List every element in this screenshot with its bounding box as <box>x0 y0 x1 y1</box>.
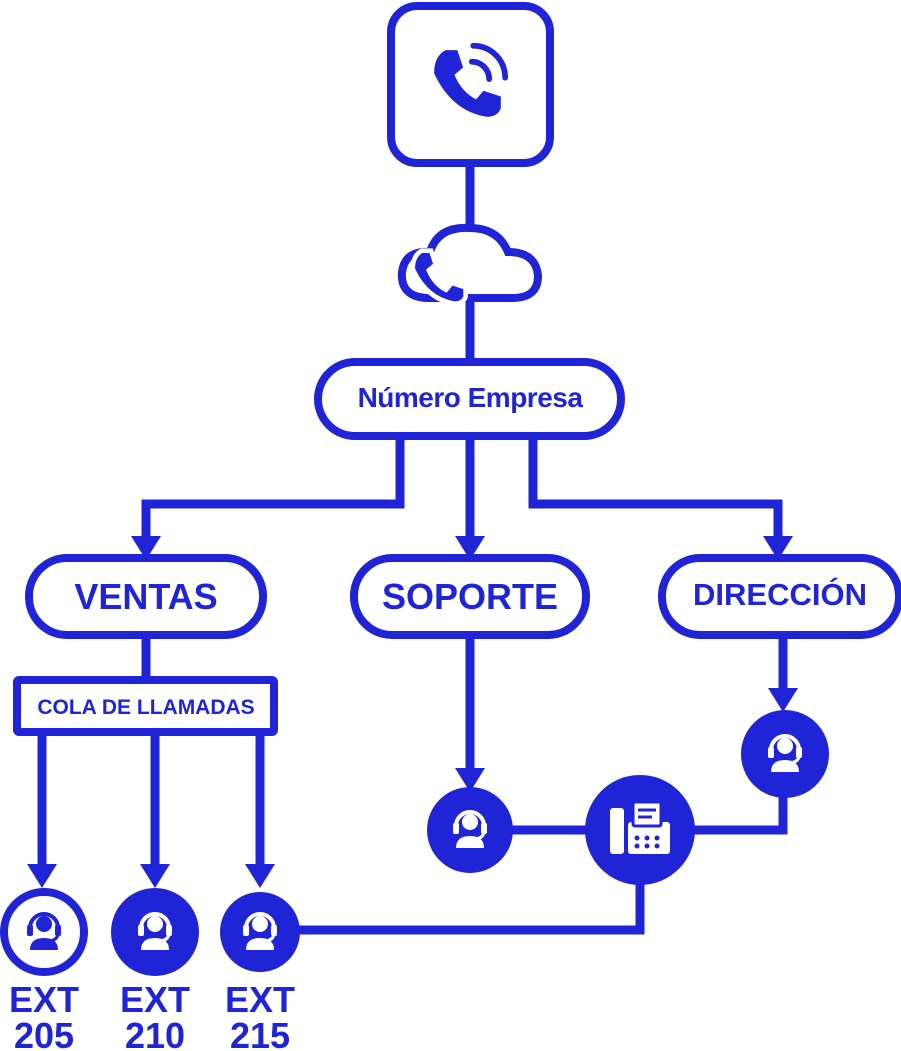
department-soporte: SOPORTE <box>350 554 590 639</box>
phone-ringing-icon <box>434 42 509 117</box>
agent-ext-205 <box>0 888 88 976</box>
fax-pbx-icon <box>610 800 670 854</box>
headset-agent-icon <box>451 810 489 850</box>
headset-agent-icon <box>136 912 174 952</box>
agent-ext-215 <box>220 892 300 972</box>
agent-direccion <box>741 710 829 798</box>
ext-number: 205 <box>14 1015 74 1051</box>
agent-soporte <box>427 787 513 873</box>
direccion-label: DIRECCIÓN <box>693 576 867 612</box>
ext-number: 215 <box>230 1015 290 1051</box>
extension-label-205: EXT 205 <box>9 979 79 1051</box>
company-number-node: Número Empresa <box>314 358 625 440</box>
incoming-call-box <box>387 2 554 167</box>
department-ventas: VENTAS <box>25 554 267 639</box>
ext-text: EXT <box>9 979 79 1020</box>
headset-agent-icon <box>241 912 279 952</box>
agent-ext-210 <box>111 888 199 976</box>
pbx-hub <box>585 775 695 885</box>
extension-label-215: EXT 215 <box>225 979 295 1051</box>
ext-number: 210 <box>125 1015 185 1051</box>
connector-lines <box>37 163 788 935</box>
ext-text: EXT <box>225 979 295 1020</box>
company-number-label: Número Empresa <box>358 382 584 413</box>
headset-agent-icon <box>25 912 63 952</box>
ventas-label: VENTAS <box>74 576 217 617</box>
cloud-phone-icon <box>397 223 543 304</box>
ext-text: EXT <box>120 979 190 1020</box>
arrow-heads <box>27 536 798 888</box>
call-queue-box: COLA DE LLAMADAS <box>13 676 278 736</box>
department-direccion: DIRECCIÓN <box>658 554 901 639</box>
extension-label-210: EXT 210 <box>120 979 190 1051</box>
soporte-label: SOPORTE <box>382 576 558 617</box>
call-queue-label: COLA DE LLAMADAS <box>37 696 254 719</box>
headset-agent-icon <box>766 734 804 774</box>
